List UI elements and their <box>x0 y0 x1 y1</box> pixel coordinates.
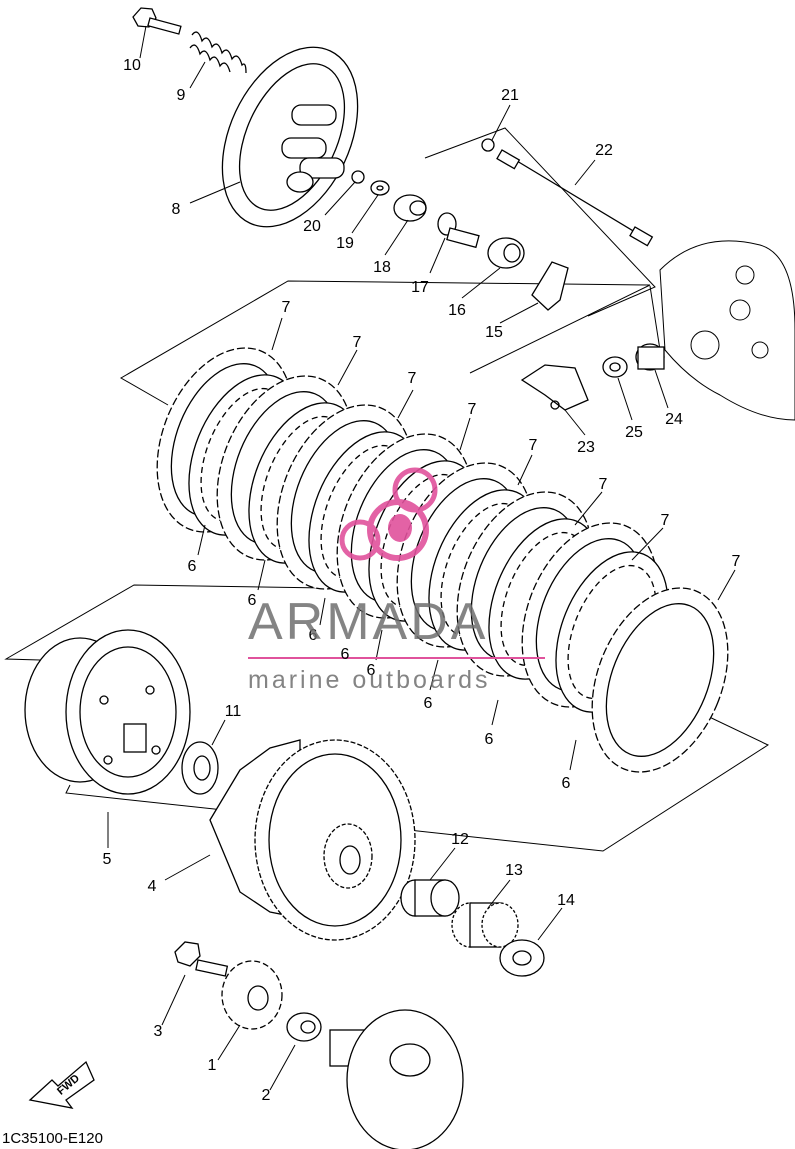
washer-14 <box>499 939 545 977</box>
callout-20: 20 <box>303 218 321 235</box>
watermark-subtitle: marine outboards <box>248 666 491 694</box>
bolt-3 <box>174 941 229 977</box>
drawing-code: 1C35100-E120 <box>2 1130 103 1147</box>
hub-group-outline <box>4 584 451 661</box>
callout-7: 7 <box>528 437 538 454</box>
callout-9: 9 <box>176 87 186 104</box>
callout-24: 24 <box>665 411 683 428</box>
collar-12 <box>400 879 460 917</box>
callout-14: 14 <box>557 892 575 909</box>
watermark-emblem <box>339 467 438 561</box>
callout-22: 22 <box>595 142 613 159</box>
callout-6: 6 <box>366 662 376 679</box>
callout-11: 11 <box>224 703 242 720</box>
callout-7: 7 <box>281 299 291 316</box>
callout-7: 7 <box>352 334 362 351</box>
collar-16 <box>487 237 525 269</box>
callout-7: 7 <box>467 401 477 418</box>
crankcase-fragment <box>659 240 795 421</box>
callout-15: 15 <box>485 324 503 341</box>
push-rod-17 <box>437 212 480 249</box>
callout-7: 7 <box>731 553 741 570</box>
callout-7: 7 <box>660 512 670 529</box>
callout-6: 6 <box>561 775 571 792</box>
fwd-arrow-icon <box>28 1060 95 1109</box>
push-rod-22 <box>496 149 654 247</box>
watermark-title: ARMADA <box>248 593 489 651</box>
callout-6: 6 <box>308 627 318 644</box>
bearing-18 <box>393 194 427 222</box>
callout-2: 2 <box>261 1087 271 1104</box>
callout-7: 7 <box>598 476 608 493</box>
seal-25 <box>602 356 628 378</box>
collar-2 <box>286 1012 322 1042</box>
callout-6: 6 <box>187 558 197 575</box>
leader-lines <box>107 25 736 1091</box>
callout-4: 4 <box>147 878 157 895</box>
callout-3: 3 <box>153 1023 163 1040</box>
callout-17: 17 <box>411 279 429 296</box>
washer-19 <box>370 180 390 196</box>
callout-6: 6 <box>484 731 494 748</box>
callout-1: 1 <box>207 1057 217 1074</box>
clutch-pack <box>156 347 729 773</box>
callout-21: 21 <box>501 87 519 104</box>
callout-5: 5 <box>102 851 112 868</box>
pressure-plate-8 <box>221 46 359 228</box>
lever-15 <box>531 261 569 311</box>
callout-10: 10 <box>123 57 141 74</box>
callout-12: 12 <box>451 831 469 848</box>
friction-plate-group-outline <box>120 280 651 406</box>
callout-7: 7 <box>407 370 417 387</box>
bolt-10 <box>132 7 182 35</box>
thrust-washer-11 <box>181 741 219 795</box>
friction-plate <box>591 587 729 773</box>
lever-assembly-23 <box>520 364 589 411</box>
callout-25: 25 <box>625 424 643 441</box>
callout-19: 19 <box>336 235 354 252</box>
callout-18: 18 <box>373 259 391 276</box>
callout-23: 23 <box>577 439 595 456</box>
callout-13: 13 <box>505 862 523 879</box>
pushrod-group-outline <box>424 127 656 317</box>
callout-6: 6 <box>340 646 350 663</box>
primary-driven-gear-4 <box>209 739 416 941</box>
needle-bearing-13 <box>451 902 519 948</box>
washer-20 <box>351 170 365 184</box>
callout-6: 6 <box>423 695 433 712</box>
callout-16: 16 <box>448 302 466 319</box>
drive-gear-1 <box>221 960 283 1030</box>
ball-21 <box>481 138 495 152</box>
shaft-housing <box>329 1009 464 1149</box>
bushing-24 <box>635 343 665 371</box>
clutch-housing-5 <box>24 629 191 795</box>
callout-6: 6 <box>247 592 257 609</box>
spring-9 <box>189 31 247 74</box>
callout-8: 8 <box>171 201 181 218</box>
